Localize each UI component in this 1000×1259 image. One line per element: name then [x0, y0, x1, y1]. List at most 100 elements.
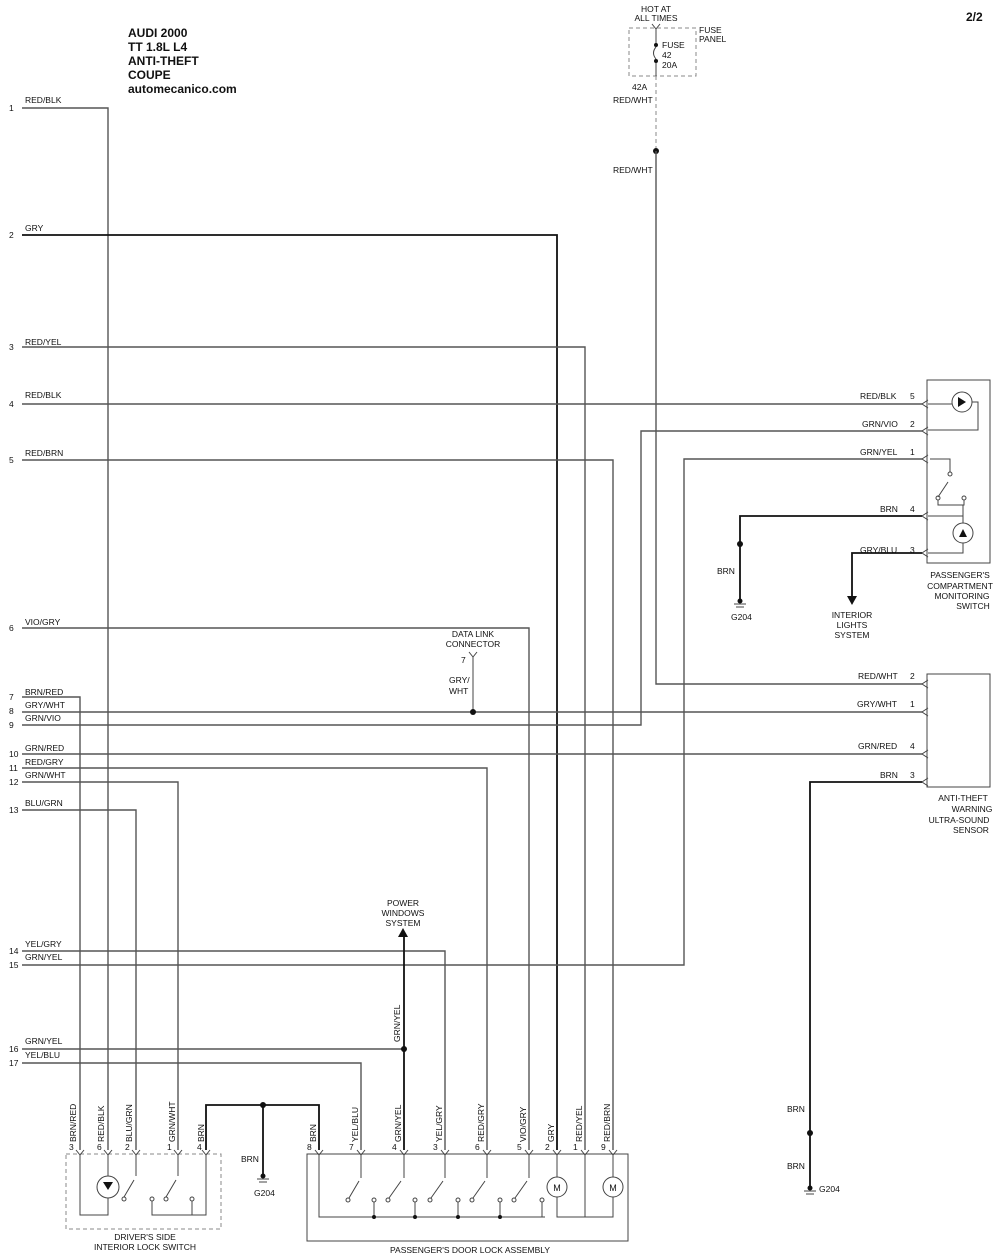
center-ground-wire: BRN: [241, 1154, 259, 1164]
monitoring-switch-name-3: MONITORING: [934, 591, 989, 601]
row-9-color: GRN/VIO: [25, 713, 61, 723]
driver-wire-4-color: BRN: [196, 1124, 206, 1142]
title-line-2: TT 1.8L L4: [128, 40, 187, 54]
row-12-num: 12: [9, 777, 19, 787]
mon-pin-4-color: BRN: [880, 504, 898, 514]
title-line-3: ANTI-THEFT: [128, 54, 199, 68]
row-17-num: 17: [9, 1058, 19, 1068]
pass-wire-8-color: BRN: [308, 1124, 318, 1142]
sensor-name-2: WARNING: [952, 804, 993, 814]
mon-pin-5: 5: [910, 391, 915, 401]
wire-row-11: [22, 767, 488, 1150]
row-7-num: 7: [9, 692, 14, 702]
driver-pin-2: 2: [125, 1142, 130, 1152]
pass-wire-4-color: GRN/YEL: [393, 1104, 403, 1142]
wire-row-14: [22, 950, 446, 1150]
driver-switch-name-1: DRIVER'S SIDE: [114, 1232, 176, 1242]
driver-pin-6: 6: [97, 1142, 102, 1152]
wire-row-5: [22, 459, 614, 1150]
mon-pin-5-color: RED/BLK: [860, 391, 897, 401]
sensor-pin-4-color: GRN/RED: [858, 741, 897, 751]
interior-lights-label-2: LIGHTS: [837, 620, 868, 630]
fuse-panel-label-2: PANEL: [699, 34, 727, 44]
driver-wire-3-color: BRN/RED: [68, 1104, 78, 1142]
wire-row-7: [22, 696, 81, 1150]
diagram-title: AUDI 2000 TT 1.8L L4 ANTI-THEFT COUPE au…: [128, 26, 237, 96]
arrow-up-icon: [398, 928, 408, 937]
mon-pin-4: 4: [910, 504, 915, 514]
row-4-color: RED/BLK: [25, 390, 62, 400]
wire-row-13: [22, 809, 137, 1150]
monitoring-switch-name-2: COMPARTMENT: [927, 581, 993, 591]
row-13-num: 13: [9, 805, 19, 815]
driver-pin-4: 4: [197, 1142, 202, 1152]
hot-label-2: ALL TIMES: [635, 13, 678, 23]
data-link-wire-1: GRY/: [449, 675, 470, 685]
ground-icon: [737, 598, 743, 604]
power-windows-name-2: WINDOWS: [382, 908, 425, 918]
driver-wire-2-color: BLU/GRN: [124, 1104, 134, 1142]
sensor-pin-3-color: BRN: [880, 770, 898, 780]
power-windows-wire: GRN/YEL: [392, 1004, 402, 1042]
row-7-color: BRN/RED: [25, 687, 63, 697]
pass-wire-6-color: RED/GRY: [476, 1103, 486, 1142]
fuse-label-2: 42: [662, 50, 672, 60]
connector-pin-icon: [921, 426, 929, 436]
sensor-pin-1: 1: [910, 699, 915, 709]
data-link-splice: [470, 709, 476, 715]
pass-wire-9-color: RED/BRN: [602, 1104, 612, 1142]
wire-row-1: [22, 107, 109, 1150]
wire-fuse-to-sensor: [655, 151, 922, 685]
ultrasound-sensor: RED/WHT 2 GRY/WHT 1 GRN/RED 4 BRN 3 ANTI…: [857, 671, 992, 835]
bottom-ground-wire-upper: BRN: [787, 1104, 805, 1114]
row-14-num: 14: [9, 946, 19, 956]
row-17-color: YEL/BLU: [25, 1050, 60, 1060]
left-row-labels: 1 RED/BLK 2 GRY 3 RED/YEL 4 RED/BLK 5 RE…: [9, 95, 66, 1068]
fuse-icon: [653, 46, 657, 60]
sensor-name-3: ULTRA-SOUND: [929, 815, 990, 825]
data-link-wire-2: WHT: [449, 686, 468, 696]
row-8-num: 8: [9, 706, 14, 716]
pass-pin-5: 5: [517, 1142, 522, 1152]
connector-pin-icon: [921, 454, 929, 464]
motor-symbol: M: [553, 1183, 561, 1193]
bottom-ground-wire-lower: BRN: [787, 1161, 805, 1171]
driver-wire-1-color: GRN/WHT: [167, 1101, 177, 1142]
interior-lights-link: INTERIOR LIGHTS SYSTEM: [832, 552, 922, 640]
mon-pin-2-color: GRN/VIO: [862, 419, 898, 429]
row-3-color: RED/YEL: [25, 337, 62, 347]
connector-pin-icon: [921, 679, 929, 689]
mon-pin-1-color: GRN/YEL: [860, 447, 898, 457]
sensor-box: [926, 673, 991, 788]
sensor-pin-4: 4: [910, 741, 915, 751]
power-windows: POWER WINDOWS SYSTEM GRN/YEL: [382, 898, 425, 1150]
row-15-color: GRN/YEL: [25, 952, 63, 962]
fuse-wire-label-bottom: RED/WHT: [613, 165, 653, 175]
wire-row-15: [22, 458, 922, 966]
ground-splice: [807, 1130, 813, 1136]
arrow-down-icon: [847, 596, 857, 605]
ground-icon: [807, 1185, 813, 1191]
data-link-name-1: DATA LINK: [452, 629, 495, 639]
row-2-num: 2: [9, 230, 14, 240]
row-12-color: GRN/WHT: [25, 770, 66, 780]
switch-contact-icon: [947, 471, 953, 477]
sensor-name-4: SENSOR: [953, 825, 989, 835]
title-line-4: COUPE: [128, 68, 171, 82]
row-11-color: RED/GRY: [25, 757, 64, 767]
fuse-panel-box: [628, 27, 697, 77]
pass-wire-7-color: YEL/BLU: [350, 1107, 360, 1142]
passenger-lock-name: PASSENGER'S DOOR LOCK ASSEMBLY: [390, 1245, 550, 1255]
pass-pin-7: 7: [349, 1142, 354, 1152]
monitoring-switch-box: [926, 379, 991, 564]
data-link-name-2: CONNECTOR: [446, 639, 501, 649]
mon-pin-2: 2: [910, 419, 915, 429]
connector-pin-icon: [921, 707, 929, 717]
title-line-1: AUDI 2000: [128, 26, 188, 40]
data-link-pin: 7: [461, 655, 466, 665]
wires: [22, 107, 922, 1150]
bottom-ground: BRN BRN G204: [787, 781, 922, 1195]
row-14-color: YEL/GRY: [25, 939, 62, 949]
monitoring-ground-wire: BRN: [717, 566, 735, 576]
switch-icon: [430, 1155, 446, 1199]
